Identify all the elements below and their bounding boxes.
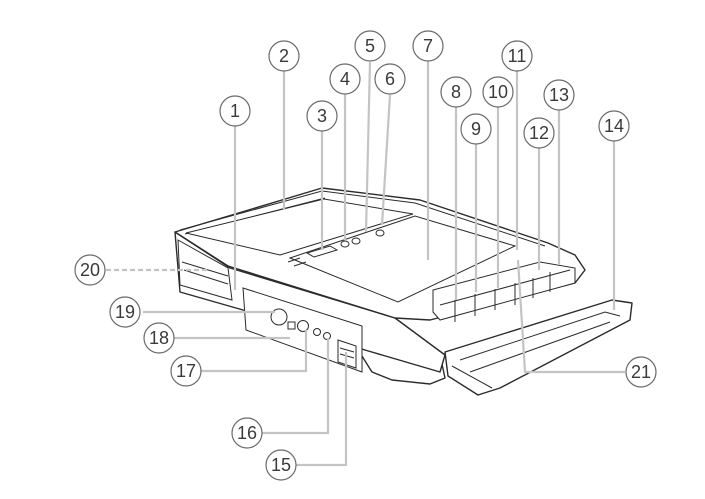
callout-19-label: 19 (115, 302, 135, 322)
callout-5-label: 5 (365, 36, 375, 56)
callout-12: 12 (523, 117, 555, 149)
callout-11: 11 (501, 40, 533, 72)
cassette-recorder-illustration (174, 187, 633, 396)
callout-15: 15 (265, 449, 297, 481)
leader-lines (106, 61, 625, 467)
callout-2-label: 2 (279, 46, 289, 66)
callout-7: 7 (412, 30, 444, 62)
callout-14: 14 (598, 110, 630, 142)
callout-11-label: 11 (508, 46, 527, 66)
callout-4: 4 (329, 63, 361, 95)
callout-3: 3 (306, 100, 338, 132)
callout-5: 5 (354, 30, 386, 62)
callout-18: 18 (143, 322, 175, 354)
callout-6-label: 6 (385, 69, 395, 89)
callout-16-label: 16 (237, 423, 257, 443)
callout-9-label: 9 (471, 119, 481, 139)
callout-20-label: 20 (80, 260, 100, 280)
callout-17-label: 17 (176, 361, 196, 381)
callout-7-label: 7 (423, 36, 433, 56)
callout-10-label: 10 (488, 82, 508, 102)
callout-3-label: 3 (317, 106, 327, 126)
callout-15-label: 15 (271, 455, 291, 475)
callout-13-label: 13 (549, 85, 569, 105)
callout-16: 16 (231, 417, 263, 449)
callout-18-label: 18 (149, 328, 169, 348)
callout-14-label: 14 (604, 116, 624, 136)
callout-4-label: 4 (340, 69, 350, 89)
callout-9: 9 (460, 113, 492, 145)
callout-10: 10 (482, 76, 514, 108)
callout-21: 21 (625, 356, 657, 388)
callout-20: 20 (74, 254, 106, 286)
callout-1: 1 (219, 95, 251, 127)
callout-1-label: 1 (230, 101, 240, 121)
callout-6: 6 (374, 63, 406, 95)
callout-21-label: 21 (631, 362, 651, 382)
callout-13: 13 (543, 79, 575, 111)
callout-8: 8 (440, 76, 472, 108)
callout-2: 2 (268, 40, 300, 72)
callout-12-label: 12 (529, 123, 549, 143)
callout-17: 17 (170, 355, 202, 387)
callout-8-label: 8 (451, 82, 461, 102)
callout-19: 19 (109, 296, 141, 328)
